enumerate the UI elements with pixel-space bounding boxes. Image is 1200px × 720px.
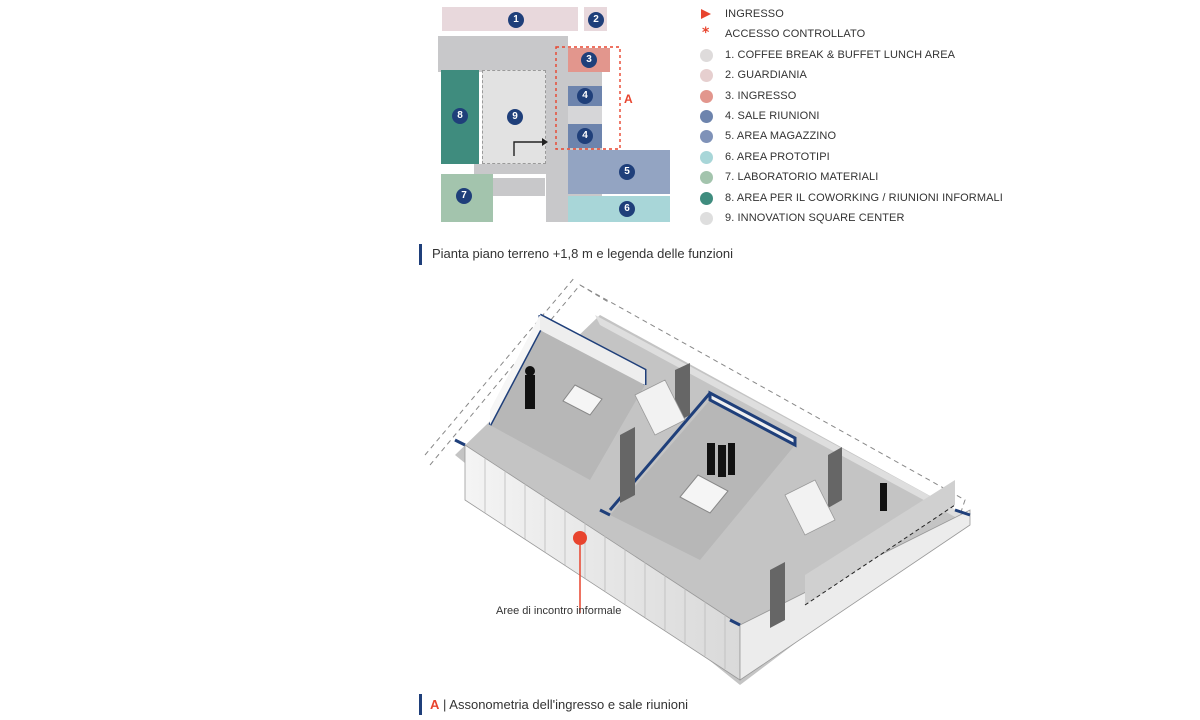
legend-item: 3. INGRESSO [700,86,1000,106]
zone-a-outline [555,46,621,150]
legend-entrance-label: INGRESSO [725,8,784,20]
column [770,562,785,628]
legend-label: 8. AREA PER IL COWORKING / RIUNIONI INFO… [725,191,1003,204]
legend-item: 6. AREA PROTOTIPI [700,147,1000,167]
legend-swatch [700,211,713,225]
plan-corridor-top [438,36,556,72]
room-number-4b: 4 [577,128,593,144]
column [620,427,635,503]
caption-bar [419,694,422,715]
zone-a-label: A [624,92,633,106]
plan-overlay [513,46,621,156]
legend-item: 1. COFFEE BREAK & BUFFET LUNCH AREA [700,45,1000,65]
legend-swatch [700,69,713,83]
plan-room-6: 6 [568,196,670,222]
callout-label: Aree di incontro informale [496,605,622,617]
legend-item: 4. SALE RIUNIONI [700,106,1000,126]
plan-corridor-bottom [474,164,546,174]
entrance-arrow-icon [542,138,548,146]
ramp [805,480,955,605]
legend-label: 6. AREA PROTOTIPI [725,150,830,163]
person-silhouette [525,375,535,409]
person-silhouette [707,443,715,475]
axonometric-drawing [424,276,971,685]
floor-plan: 1 2 3 4 4 5 6 7 8 9 A [438,4,694,226]
legend-label: 4. SALE RIUNIONI [725,109,820,122]
column [828,447,842,508]
table [562,384,603,416]
room-number-4a: 4 [577,88,593,104]
entrance-path [513,141,542,156]
plan-corridor-mid [546,36,568,222]
stairs [634,379,836,536]
legend-swatch [700,48,713,62]
asterisk-icon: * [702,25,710,42]
blue-edges [454,438,971,627]
person-silhouette [880,483,887,511]
axo-caption: A | Assonometria dell'ingresso e sale ri… [430,697,688,713]
room-number-3: 3 [581,52,597,68]
legend-item: 7. LABORATORIO MATERIALI [700,167,1000,187]
legend-item: 9. INNOVATION SQUARE CENTER [700,208,1000,228]
room-number-2: 2 [588,12,604,28]
legend-label: 9. INNOVATION SQUARE CENTER [725,211,905,224]
upper-level-outline [424,276,966,531]
legend-entrance: INGRESSO [700,4,1000,24]
legend-swatch [700,89,713,103]
person-silhouette [728,443,735,475]
plan-room-4a: 4 [568,86,602,106]
legend-swatch [700,130,713,144]
right-facade [739,509,971,681]
legend-label: 1. COFFEE BREAK & BUFFET LUNCH AREA [725,48,956,61]
plan-room-3: 3 [568,48,610,72]
room-number-8: 8 [452,108,468,124]
plan-room-2: 2 [583,6,608,32]
legend-item: 8. AREA PER IL COWORKING / RIUNIONI INFO… [700,188,1003,208]
ramp-path [804,504,956,606]
axo-caption-text: | Assonometria dell'ingresso e sale riun… [443,697,689,712]
plan-caption: Pianta piano terreno +1,8 m e legenda de… [432,246,734,261]
legend-swatch [700,191,713,205]
meeting-room-2-wall [708,390,797,448]
room-number-1: 1 [508,12,524,28]
room-number-6: 6 [619,201,635,217]
legend-label: 7. LABORATORIO MATERIALI [725,171,879,184]
callout-dot [573,531,587,545]
legend: INGRESSO * ACCESSO CONTROLLATO 1. COFFEE… [700,4,1003,228]
legend-swatch [700,109,713,123]
axo-caption-letter: A [430,697,440,712]
legend-item: 2. GUARDIANIA [700,65,1000,85]
legend-label: 2. GUARDIANIA [725,69,807,82]
legend-label: 5. AREA MAGAZZINO [725,130,837,143]
room-number-5: 5 [619,164,635,180]
plan-room-1: 1 [441,6,579,32]
facade-mullions [484,458,726,669]
legend-controlled-label: ACCESSO CONTROLLATO [725,28,866,41]
person-silhouette [718,445,726,477]
legend-item: 5. AREA MAGAZZINO [700,126,1000,146]
meeting-room-1-wall-side [490,315,540,425]
room-number-9: 9 [507,109,523,125]
meeting-room-1-wall-face [540,315,645,385]
plan-room-7: 7 [441,174,493,222]
legend-swatch [700,150,713,164]
room-number-7: 7 [456,188,472,204]
plan-room-7b [493,176,545,196]
person-head [525,366,535,376]
table [679,474,729,514]
legend-swatch [700,171,713,185]
legend-label: 3. INGRESSO [725,89,797,102]
plan-room-4b: 4 [568,124,602,148]
entrance-triangle-icon [701,9,711,19]
legend-controlled: * ACCESSO CONTROLLATO [700,24,1000,44]
caption-bar [419,244,422,265]
plan-room-8: 8 [441,70,479,164]
plan-room-5: 5 [568,150,670,194]
